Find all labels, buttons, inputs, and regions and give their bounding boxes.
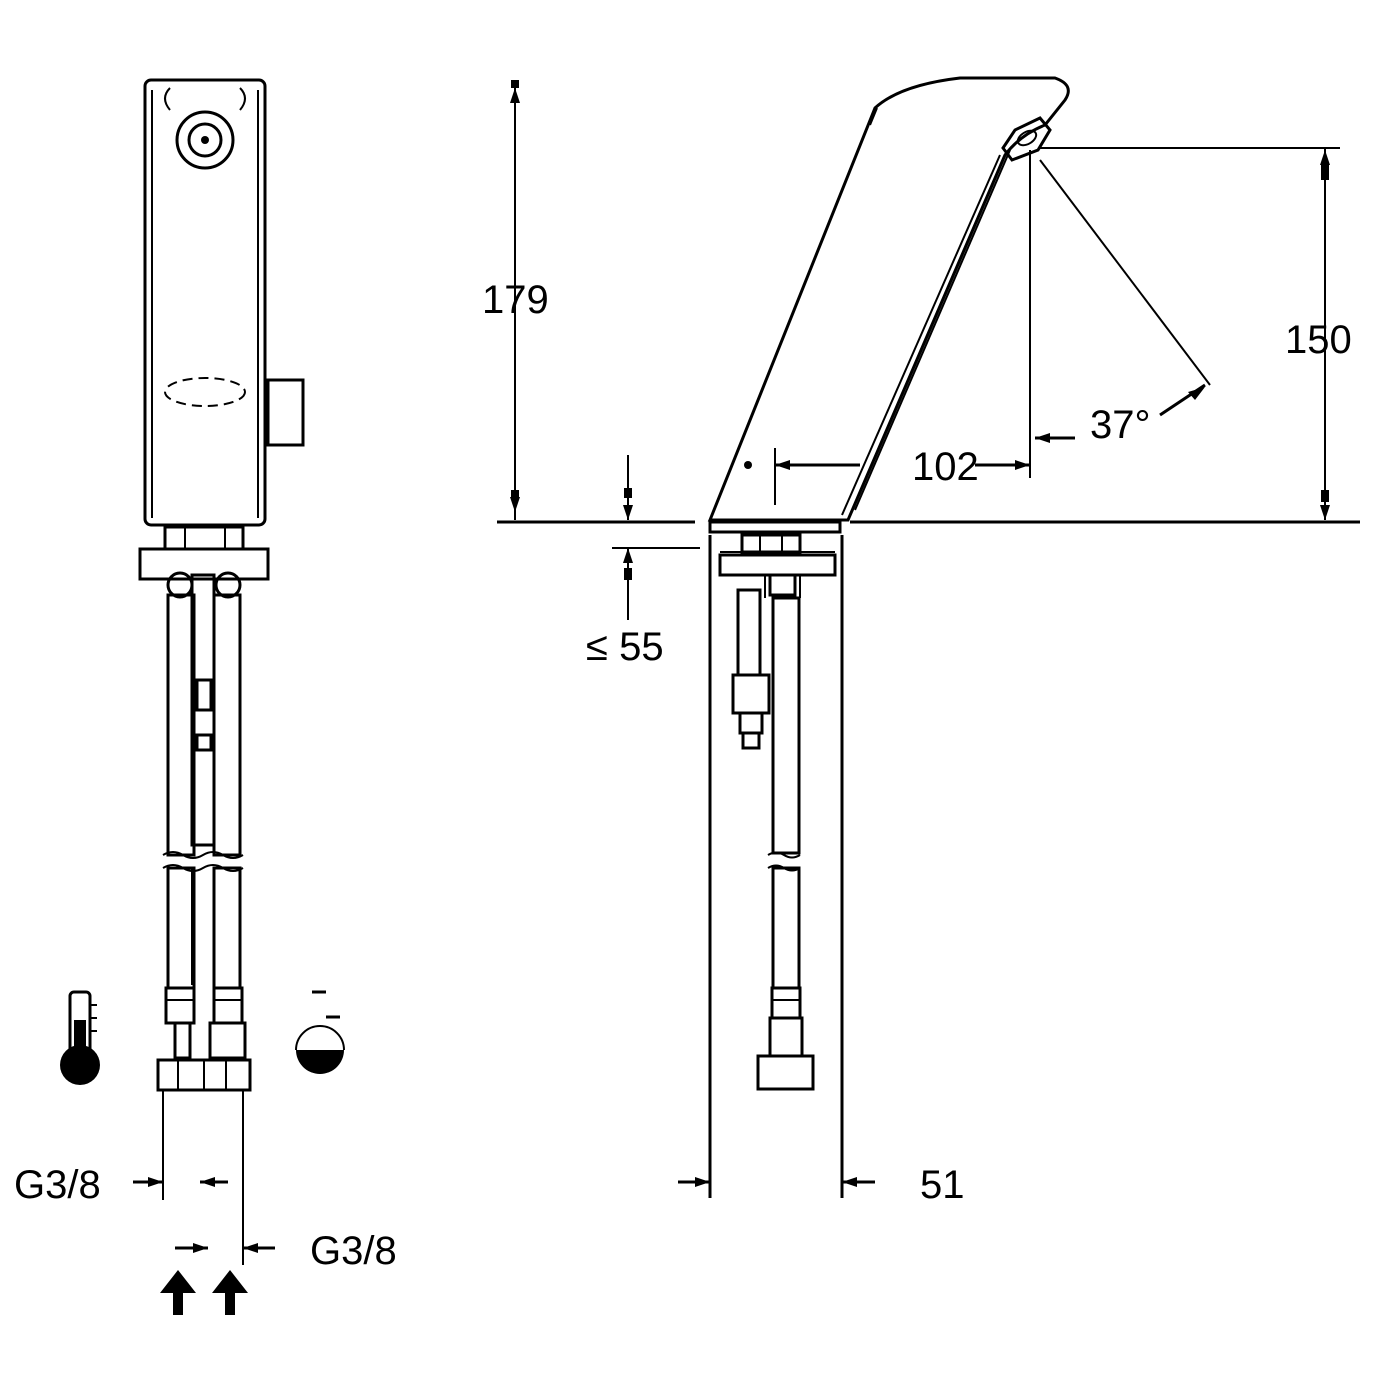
hose-right: [212, 593, 242, 857]
hose-left: [166, 593, 196, 857]
dim-spray-angle: 37°: [1090, 403, 1151, 447]
spout: [707, 76, 1070, 522]
dim-inlet-thread-right: G3/8: [310, 1229, 397, 1273]
aerator: [175, 110, 235, 170]
sensor-window: [164, 377, 246, 407]
front-view: [60, 78, 345, 1315]
supply-arrow-right-icon: [212, 1270, 248, 1315]
mounting-bracket: [138, 547, 270, 581]
hose-side: [771, 596, 801, 855]
cold-water-icon: [295, 990, 345, 1074]
dim-height-total: 179: [482, 278, 549, 322]
spout-aerator: [1001, 116, 1052, 162]
dim-deck-thickness: ≤ 55: [586, 625, 664, 669]
supply-arrow-left-icon: [160, 1270, 196, 1315]
dim-base-diameter: 51: [920, 1163, 965, 1207]
dim-projection: 102: [912, 445, 979, 489]
side-view: [497, 76, 1360, 1198]
faucet-body-front: [143, 78, 267, 527]
dim-outlet-height: 150: [1285, 318, 1352, 362]
side-button: [266, 378, 305, 447]
dim-inlet-thread-left: G3/8: [14, 1163, 101, 1207]
thermometer-icon: [60, 990, 100, 1085]
